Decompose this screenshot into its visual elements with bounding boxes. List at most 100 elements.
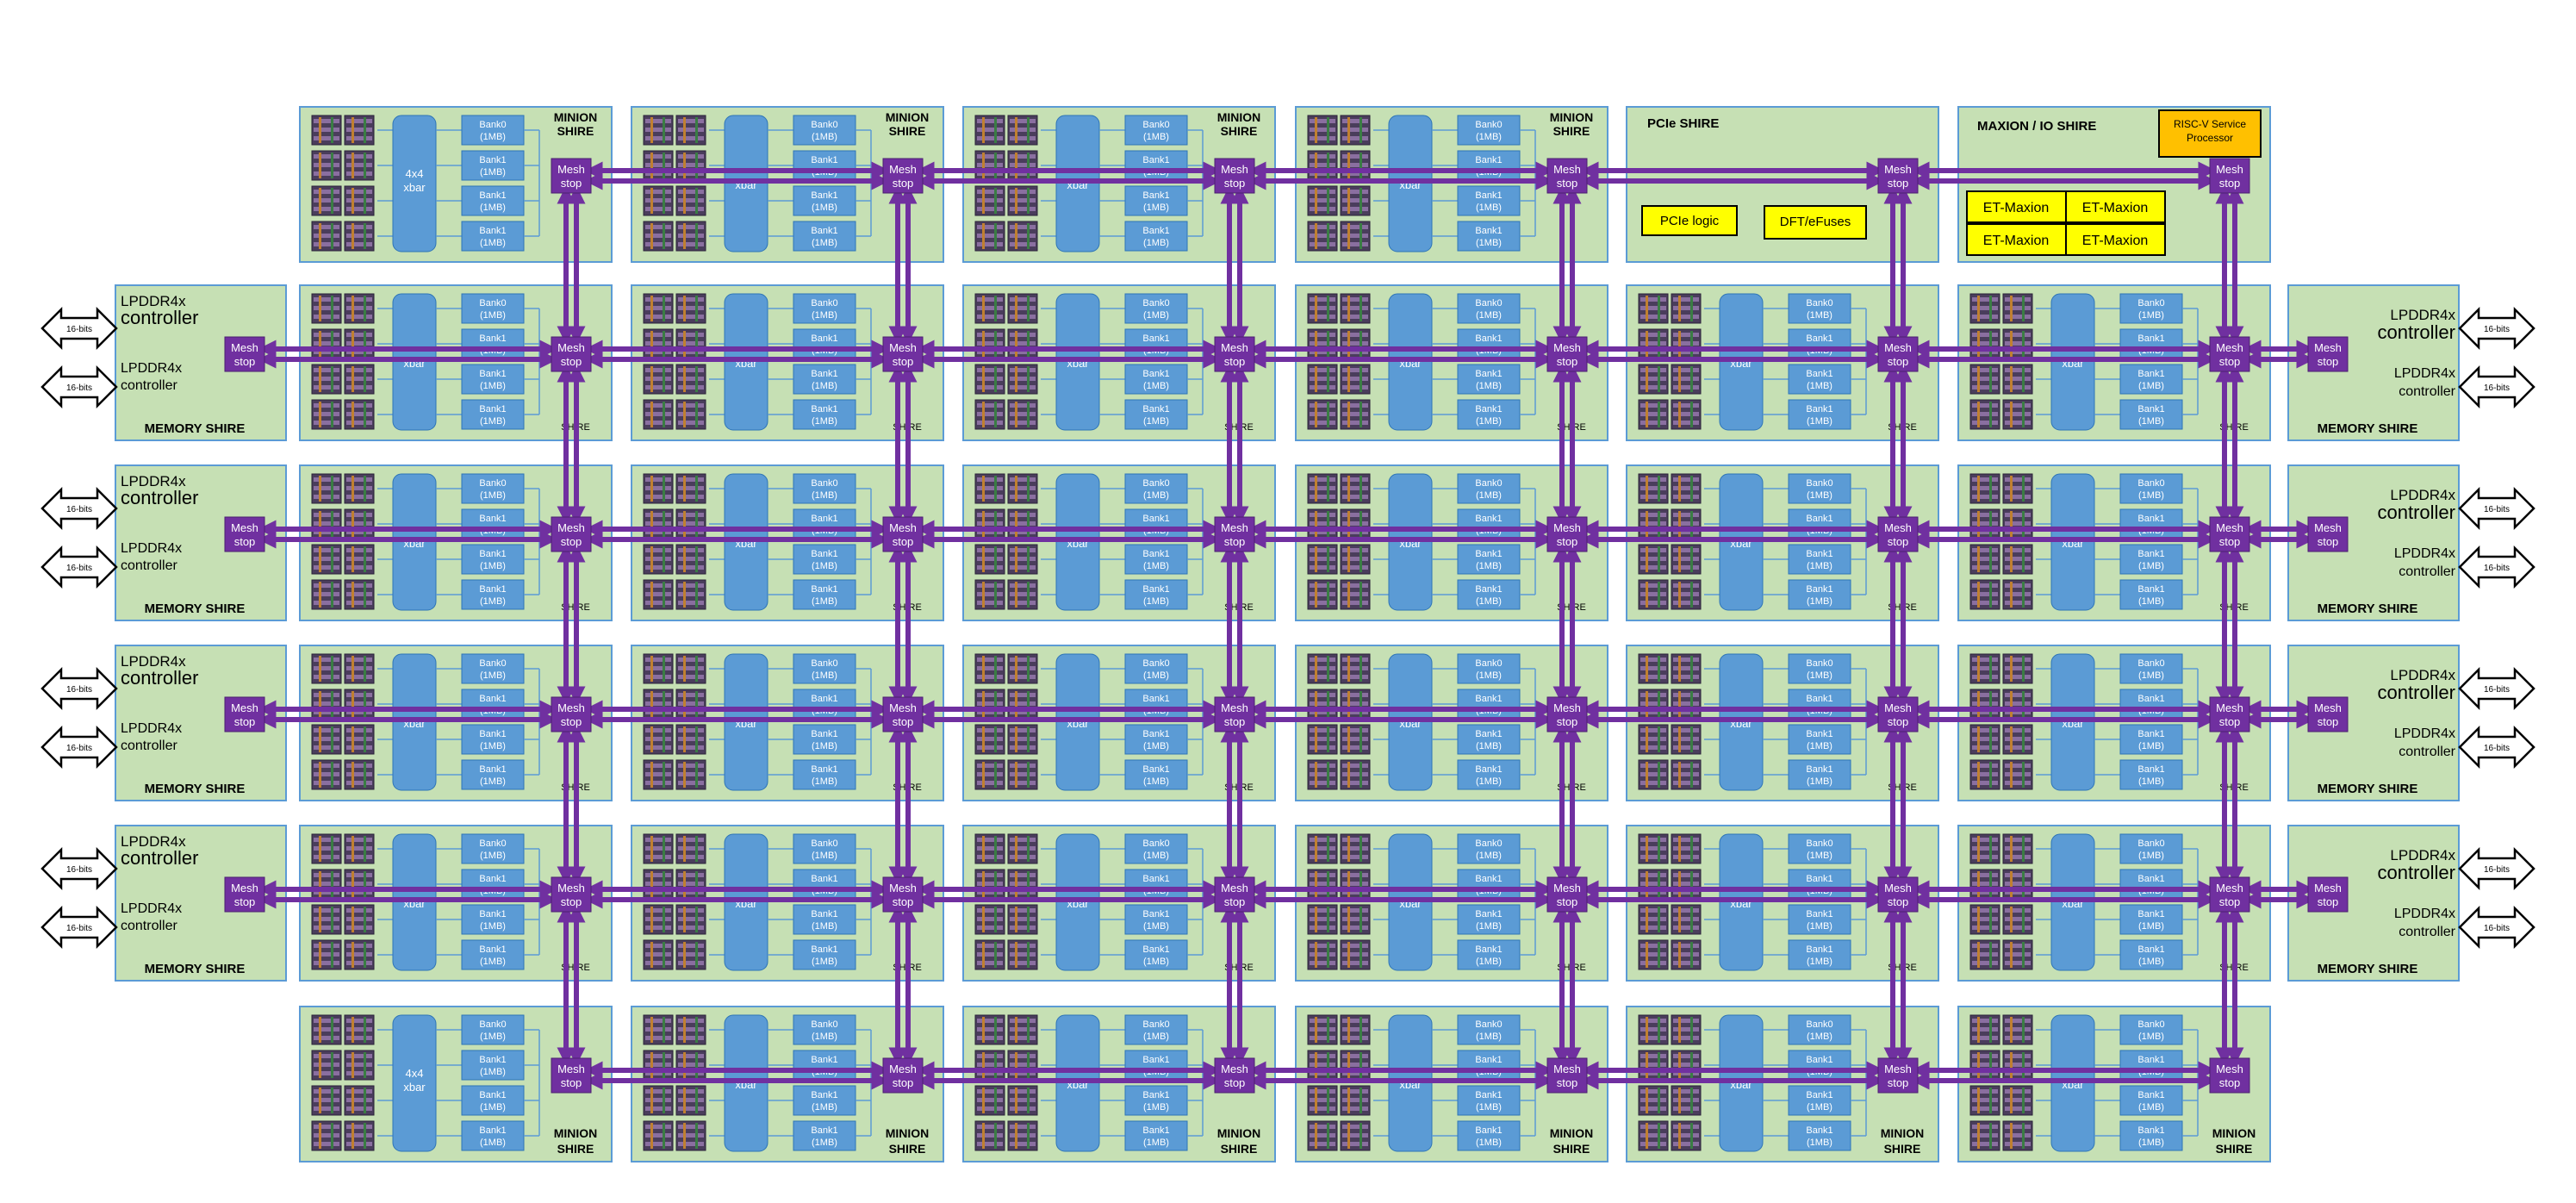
core-stripe <box>1972 412 1998 416</box>
mesh-stop-label: stop <box>2219 177 2241 190</box>
core-stripe <box>1327 402 1329 427</box>
core-stripe <box>1010 601 1036 605</box>
bank-size-label: (1MB) <box>812 776 837 787</box>
minion-shire-label: MINION <box>886 1126 930 1140</box>
l2-bank <box>461 1014 525 1045</box>
core-stripe <box>331 1088 333 1113</box>
core-stripe <box>1673 1142 1699 1146</box>
l2-bank <box>1124 1014 1188 1045</box>
core-stripe <box>977 513 1003 517</box>
core-stripe <box>977 838 1003 842</box>
l2-bank <box>461 293 525 324</box>
core-stripe <box>364 726 366 752</box>
core-stripe <box>1640 315 1666 319</box>
core-stripe <box>331 223 333 249</box>
mesh-stop-label: stop <box>561 715 582 728</box>
core-stripe <box>346 306 372 310</box>
core-stripe <box>994 726 997 752</box>
l2-bank <box>1457 759 1521 790</box>
core-stripe <box>2005 495 2031 499</box>
core-stripe <box>695 836 698 862</box>
core-stripe <box>1010 1036 1036 1040</box>
core-stripe <box>346 136 372 140</box>
core-stripe <box>695 691 698 717</box>
core-stripe <box>1360 511 1362 537</box>
minion-shire-label: MINION <box>1550 1126 1594 1140</box>
et-maxion-label: ET-Maxion <box>1983 234 2049 248</box>
core-stripe <box>1977 476 1980 502</box>
mesh-stop-box <box>1877 336 1919 372</box>
core-stripe <box>1678 331 1681 357</box>
core-stripe <box>645 1133 671 1138</box>
l2-bank <box>1788 939 1851 970</box>
core-stripe <box>645 403 671 408</box>
core-stripe <box>683 117 686 143</box>
core-stripe <box>977 477 1003 482</box>
core-stripe <box>1989 402 1992 427</box>
double-arrow-icon <box>2458 486 2536 531</box>
bank-label: Bank0 <box>1142 298 1169 309</box>
l2-bank <box>1124 579 1188 610</box>
lpddr-label: controller <box>2399 384 2455 399</box>
bank-label: Bank1 <box>1806 404 1832 415</box>
core-stripe <box>678 583 704 588</box>
core-stripe <box>1327 1052 1329 1078</box>
core-stripe <box>346 297 372 302</box>
bank-label: Bank1 <box>811 694 837 704</box>
bank-label: Bank1 <box>1806 549 1832 559</box>
bank-size-label: (1MB) <box>480 490 506 501</box>
bank-size-label: (1MB) <box>480 1138 506 1148</box>
core-stripe <box>1015 656 1017 682</box>
core-stripe <box>678 592 704 596</box>
core-stripe <box>1342 225 1368 229</box>
core-stripe <box>1310 548 1335 552</box>
core-stripe <box>1977 546 1980 572</box>
bus-double-arrow: 16-bits <box>40 725 118 770</box>
core-stripe <box>977 1063 1003 1067</box>
bank-label: Bank1 <box>1475 764 1502 775</box>
core-stripe <box>1342 128 1368 132</box>
core-stripe <box>695 366 698 392</box>
core-stripe <box>994 223 997 249</box>
core-stripe <box>1972 403 1998 408</box>
core-stripe <box>977 306 1003 310</box>
core-stripe <box>1010 1125 1036 1129</box>
core-stripe <box>1972 315 1998 319</box>
core-stripe <box>645 548 671 552</box>
mesh-stop-box <box>2209 158 2250 194</box>
core-stripe <box>1989 691 1992 717</box>
core-stripe <box>683 1017 686 1043</box>
core-stripe <box>364 582 366 608</box>
core-stripe <box>977 961 1003 965</box>
core-stripe <box>982 836 985 862</box>
bus-width-label: 16-bits <box>2484 325 2510 334</box>
memory-shire-label: MEMORY SHIRE <box>145 602 246 616</box>
core-stripe <box>1310 385 1335 390</box>
lpddr-label: controller <box>2378 321 2455 343</box>
core-stripe <box>2022 1123 2025 1149</box>
double-arrow-icon <box>2458 666 2536 711</box>
core-stripe <box>1690 836 1693 862</box>
core-stripe <box>645 315 671 319</box>
core-stripe <box>1010 658 1036 662</box>
pcie-logic-block <box>1641 205 1738 236</box>
core-stripe <box>314 306 339 310</box>
bank-size-label: (1MB) <box>1807 596 1832 607</box>
bank-label: Bank0 <box>1475 838 1502 849</box>
core-stripe <box>1678 511 1681 537</box>
core-stripe <box>314 495 339 499</box>
core-stripe <box>1015 296 1017 321</box>
bank-label: Bank1 <box>479 909 506 919</box>
core-stripe <box>314 412 339 416</box>
core-stripe <box>1310 1142 1335 1146</box>
core-stripe <box>1646 546 1648 572</box>
core-stripe <box>977 548 1003 552</box>
core-stripe <box>1989 836 1992 862</box>
core-stripe <box>346 882 372 886</box>
bank-label: Bank0 <box>1806 298 1832 309</box>
core-stripe <box>1342 119 1368 123</box>
core-stripe <box>1972 557 1998 561</box>
mesh-stop-box <box>882 158 924 194</box>
core-stripe <box>1658 296 1660 321</box>
core-stripe <box>1678 907 1681 932</box>
